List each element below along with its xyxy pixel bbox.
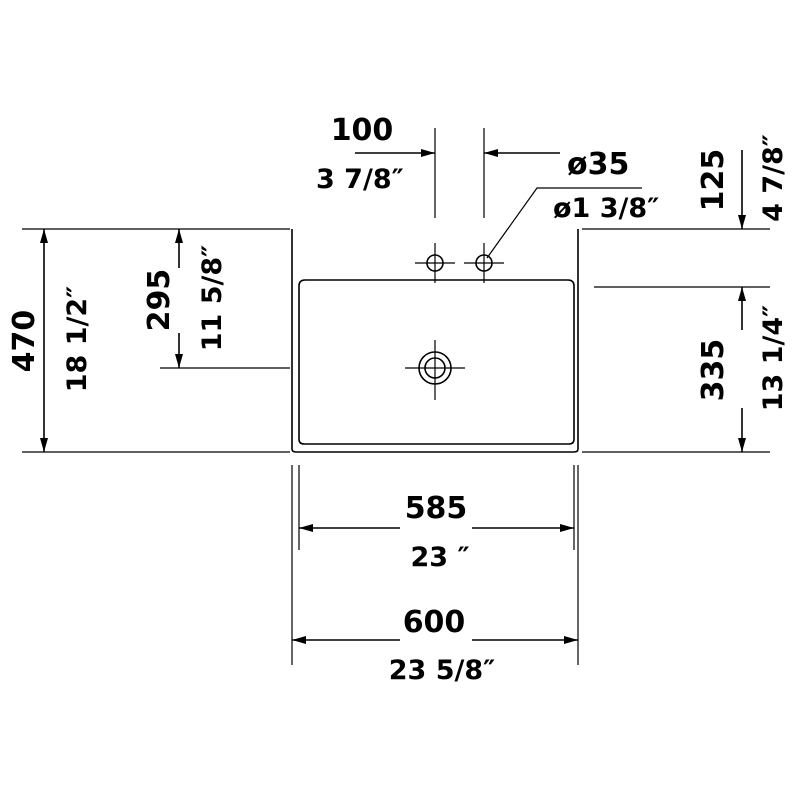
tap-hole-diameter-metric: ø35 xyxy=(567,147,629,182)
tap-hole-left xyxy=(415,243,455,283)
drain-outlet xyxy=(405,340,465,400)
tap-spacing-metric: 100 xyxy=(331,113,394,148)
total-depth-metric: 470 xyxy=(7,310,42,373)
tap-to-back-imperial: 4 7/8″ xyxy=(758,134,789,222)
basin-outline xyxy=(291,229,579,453)
tap-spacing-imperial: 3 7/8″ xyxy=(316,164,404,195)
dim-bowl-depth: 335 13 1/4″ xyxy=(696,287,789,452)
dim-tap-hole-diameter: ø35 ø1 3/8″ xyxy=(486,147,659,259)
total-width-imperial: 23 5/8″ xyxy=(389,655,495,686)
tap-hole-diameter-imperial: ø1 3/8″ xyxy=(553,193,659,224)
back-to-drain-imperial: 11 5/8″ xyxy=(197,245,228,351)
dim-total-depth: 470 18 1/2″ xyxy=(7,229,93,452)
back-to-drain-metric: 295 xyxy=(142,269,177,332)
dim-back-to-drain: 295 11 5/8″ xyxy=(142,229,228,368)
bowl-width-metric: 585 xyxy=(405,491,468,526)
dim-bowl-width: 585 23 ″ xyxy=(299,491,574,573)
bowl-width-imperial: 23 ″ xyxy=(410,542,469,573)
dim-tap-to-back: 125 4 7/8″ xyxy=(696,134,789,229)
dim-total-width: 600 23 5/8″ xyxy=(292,605,578,686)
dim-tap-spacing: 100 3 7/8″ xyxy=(316,113,560,195)
bowl-depth-imperial: 13 1/4″ xyxy=(758,305,789,411)
total-depth-imperial: 18 1/2″ xyxy=(62,286,93,392)
total-width-metric: 600 xyxy=(403,605,466,640)
tap-to-back-metric: 125 xyxy=(696,149,731,212)
extension-lines xyxy=(22,128,770,665)
tap-hole-right xyxy=(464,243,504,283)
bowl-depth-metric: 335 xyxy=(696,339,731,402)
